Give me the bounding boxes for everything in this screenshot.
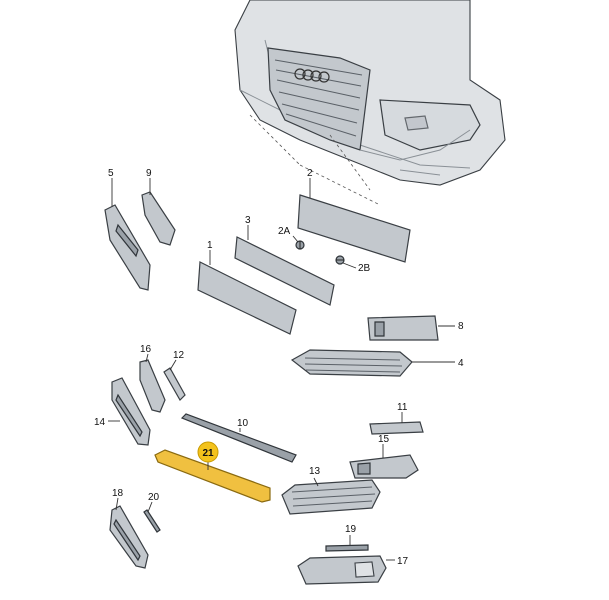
label-part-18: 18 [112, 488, 124, 499]
highlight-badge-21: 21 [197, 441, 219, 463]
part-10-trim-bar [180, 413, 297, 463]
label-part-20: 20 [148, 492, 160, 503]
brand-rings-logo [294, 68, 330, 83]
screw-2a [292, 235, 305, 250]
label-part-2b: 2B [358, 263, 371, 274]
label-part-2: 2 [307, 168, 313, 179]
grille-slats [274, 59, 363, 137]
part-3-trim-strip [234, 225, 335, 306]
part-17-fog-lamp-cover [297, 555, 395, 585]
part-15-grille-insert [349, 444, 419, 479]
part-9-small-bracket [141, 178, 176, 246]
label-part-21: 21 [202, 448, 214, 459]
part-18-bottom-side-bracket [109, 497, 149, 569]
label-part-2a: 2A [278, 226, 291, 237]
part-1-plate-panel [197, 250, 297, 335]
label-part-10: 10 [237, 418, 249, 429]
part-8-upper-grille-trim [367, 315, 455, 341]
label-part-15: 15 [378, 434, 390, 445]
part-2-license-plate-bracket [297, 178, 411, 263]
part-11-chrome-strip [369, 412, 424, 435]
label-part-14: 14 [94, 417, 106, 428]
screw-2b [335, 255, 357, 269]
connection-dashes [249, 114, 381, 206]
car-front-bumper [234, 0, 506, 186]
part-4-slats [304, 357, 403, 373]
label-part-9: 9 [146, 168, 152, 179]
label-part-11: 11 [397, 402, 408, 413]
label-part-17: 17 [397, 556, 409, 567]
part-13-slats [291, 486, 376, 507]
part-13-lower-grille [281, 477, 381, 515]
label-part-1: 1 [207, 240, 213, 251]
label-part-13: 13 [309, 466, 321, 477]
part-16-side-bracket [139, 353, 166, 413]
part-5-left-bracket [104, 178, 151, 291]
part-labels: 2 5 9 3 2A 1 2B 8 16 12 4 11 14 10 15 13… [94, 168, 464, 567]
part-12-clip [163, 359, 186, 401]
part-20-small-rod [143, 501, 161, 533]
part-19-small-trim [325, 535, 369, 552]
part-4-fog-grille [290, 349, 455, 377]
part-14-lower-side-bracket [108, 377, 151, 446]
label-part-4: 4 [458, 358, 464, 369]
label-part-3: 3 [245, 215, 251, 226]
label-part-5: 5 [108, 168, 114, 179]
label-part-12: 12 [173, 350, 185, 361]
label-part-19: 19 [345, 524, 357, 535]
part-21-lower-spoiler [154, 449, 271, 503]
label-part-8: 8 [458, 321, 464, 332]
label-part-16: 16 [140, 344, 152, 355]
